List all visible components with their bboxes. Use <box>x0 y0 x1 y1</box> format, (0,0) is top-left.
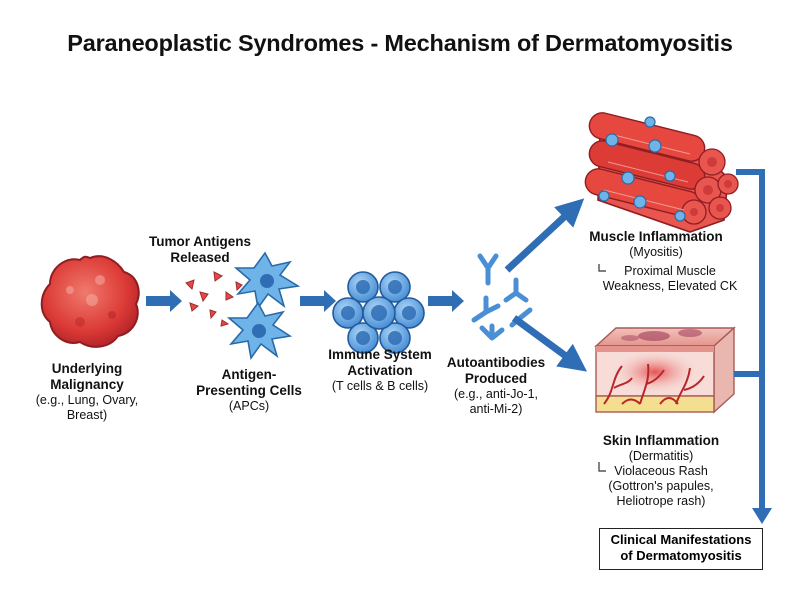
flow-arrows <box>146 290 464 312</box>
apc-label: Antigen- Presenting Cells (APCs) <box>196 367 302 413</box>
muscle-label: Muscle Inflammation (Myositis) <box>589 229 723 259</box>
malignancy-label: Underlying Malignancy (e.g., Lung, Ovary… <box>35 361 139 422</box>
antigen-fragments-icon <box>185 271 243 327</box>
bracket-lines <box>598 264 606 472</box>
immune-label: Immune System Activation (T cells & B ce… <box>328 347 432 393</box>
muscle-symptoms: Proximal Muscle Weakness, Elevated CK <box>602 264 738 293</box>
dendritic-cell-icon <box>226 251 301 361</box>
lymphocyte-cluster-icon <box>332 271 425 354</box>
arrow-to-muscle <box>504 198 585 273</box>
page-title: Paraneoplastic Syndromes - Mechanism of … <box>67 30 733 56</box>
skin-cross-section-icon <box>594 326 736 414</box>
connector-to-clinical <box>734 169 765 512</box>
tumor-antigens-label: Tumor Antigens Released <box>149 234 251 265</box>
clinical-manifestations-box: Clinical Manifestations of Dermatomyosit… <box>599 528 763 570</box>
arrow-to-skin <box>511 315 588 372</box>
tumor-cell-icon <box>40 255 140 348</box>
connector-arrowhead <box>752 508 772 524</box>
muscle-fiber-icon <box>584 112 739 233</box>
autoantibodies-label: Autoantibodies Produced (e.g., anti-Jo-1… <box>446 355 546 416</box>
skin-symptoms: Violaceous Rash (Gottron's papules, Heli… <box>608 464 714 508</box>
skin-label: Skin Inflammation (Dermatitis) <box>602 433 720 463</box>
